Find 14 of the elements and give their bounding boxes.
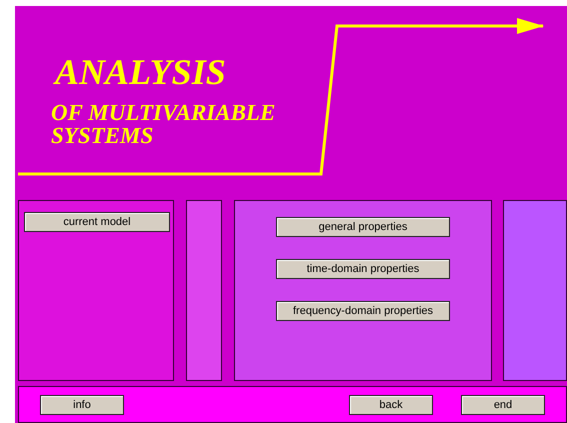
button: frequency-domain properties [276, 301, 450, 321]
button: end [461, 395, 545, 415]
button: back [349, 395, 433, 415]
button-bar [18, 386, 567, 423]
button: time-domain properties [276, 259, 450, 279]
panel [234, 200, 492, 381]
button: general properties [276, 217, 450, 237]
button: info [40, 395, 124, 415]
title: ANALYSIS [55, 54, 226, 90]
panel [186, 200, 222, 381]
button: current model [24, 212, 170, 232]
panel [503, 200, 567, 381]
subtitle: OF MULTIVARIABLE SYSTEMS [51, 101, 276, 147]
panel [18, 200, 174, 381]
